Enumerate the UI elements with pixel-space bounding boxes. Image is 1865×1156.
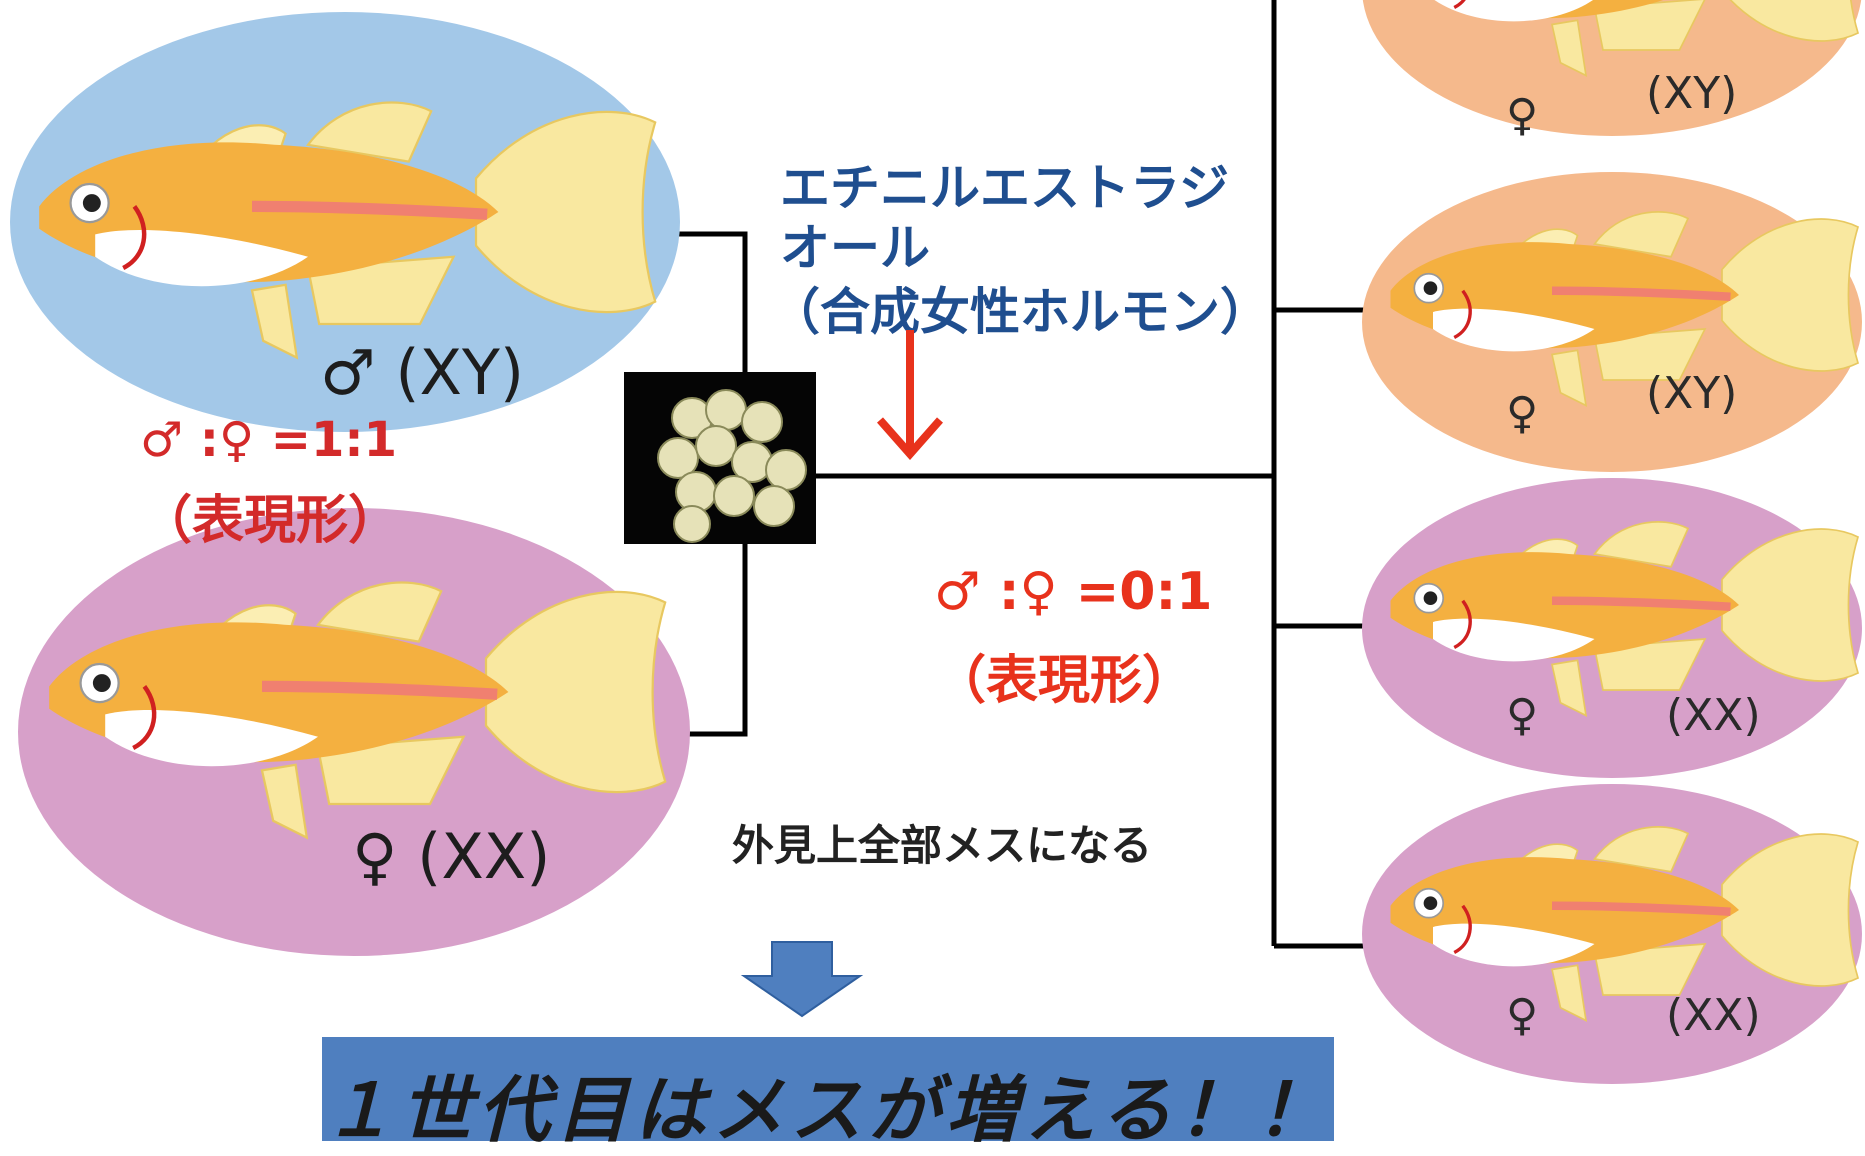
- offspring-2-genotype: (XY): [1646, 368, 1738, 419]
- male-symbol: ♂: [320, 336, 376, 409]
- parent-ratio: ♂ :♀ =1:1: [140, 412, 398, 468]
- offspring-4-symbol: ♀: [1506, 990, 1539, 1041]
- offspring-1-genotype: (XY): [1646, 68, 1738, 119]
- conclusion-banner-text: １世代目はメスが増える！！: [322, 1068, 1334, 1152]
- offspring-4-genotype: (XX): [1666, 990, 1761, 1041]
- offspring-2-symbol: ♀: [1506, 388, 1539, 439]
- appearance-note: 外見上全部メスになる: [732, 821, 1153, 870]
- line-male-to-eggs: [672, 231, 748, 372]
- conclusion-banner: １世代目はメスが増える！！: [322, 1037, 1334, 1152]
- offspring-ratio-note: （表現形）: [934, 650, 1195, 711]
- female-genotype: (XX): [417, 820, 551, 893]
- male-parent-label: ♂ (XY): [320, 336, 524, 409]
- male-genotype: (XY): [395, 336, 525, 409]
- egg-cluster-icon: [624, 372, 816, 544]
- offspring-ratio: ♂ :♀ =0:1: [934, 562, 1213, 622]
- female-parent-label: ♀ (XX): [352, 820, 550, 893]
- female-symbol: ♀: [352, 820, 398, 893]
- offspring-3-genotype: (XX): [1666, 690, 1761, 741]
- offspring-1-symbol: ♀: [1506, 90, 1539, 141]
- down-arrow-icon: [877, 330, 943, 460]
- hormone-title-line-3: （合成女性ホルモン）: [770, 283, 1270, 341]
- hormone-title-line-1: エチニルエストラジ: [780, 159, 1229, 217]
- offspring-3-symbol: ♀: [1506, 690, 1539, 741]
- hormone-title-line-2: オール: [780, 219, 930, 277]
- down-block-arrow-icon: [740, 941, 864, 1018]
- line-female-to-eggs: [672, 544, 748, 737]
- parent-ratio-note: （表現形）: [140, 490, 401, 551]
